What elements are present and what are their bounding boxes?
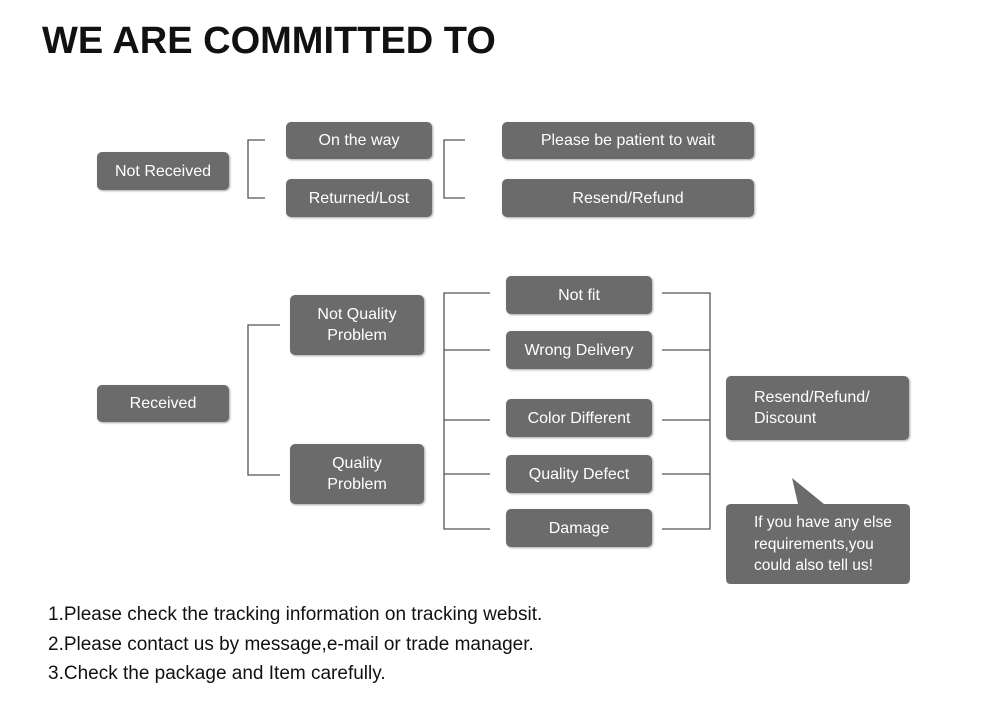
note-item: 3.Check the package and Item carefully.: [48, 663, 386, 684]
quality-problem-box: Quality Problem: [290, 444, 424, 504]
returned-lost-box: Returned/Lost: [286, 179, 432, 217]
patient-wait-box: Please be patient to wait: [502, 122, 754, 159]
issue-damage: Damage: [506, 509, 652, 547]
speech-bubble-shape: [726, 478, 910, 584]
issue-wrong-delivery: Wrong Delivery: [506, 331, 652, 369]
note-item: 1.Please check the tracking information …: [48, 604, 543, 625]
not-quality-problem-box: Not Quality Problem: [290, 295, 424, 355]
notes-list: 1.Please check the tracking information …: [48, 600, 542, 689]
speech-bubble-text: If you have any else requirements,you co…: [754, 514, 892, 574]
note-item: 2.Please contact us by message,e-mail or…: [48, 633, 534, 655]
resolution-box: Resend/Refund/ Discount: [726, 376, 909, 440]
speech-bubble: If you have any else requirements,you co…: [726, 474, 912, 586]
received-box: Received: [97, 385, 229, 422]
page-title: WE ARE COMMITTED TO: [42, 20, 496, 62]
not-received-box: Not Received: [97, 152, 229, 190]
connector-issues-left: [443, 292, 490, 530]
issue-quality-defect: Quality Defect: [506, 455, 652, 493]
connector-not-received-outcomes: [443, 139, 465, 199]
on-the-way-box: On the way: [286, 122, 432, 159]
connector-received-branches: [247, 324, 280, 476]
resend-refund-box: Resend/Refund: [502, 179, 754, 217]
connector-issues-right: [662, 292, 711, 530]
issue-not-fit: Not fit: [506, 276, 652, 314]
issue-color-different: Color Different: [506, 399, 652, 437]
connector-not-received-branches: [247, 139, 265, 199]
